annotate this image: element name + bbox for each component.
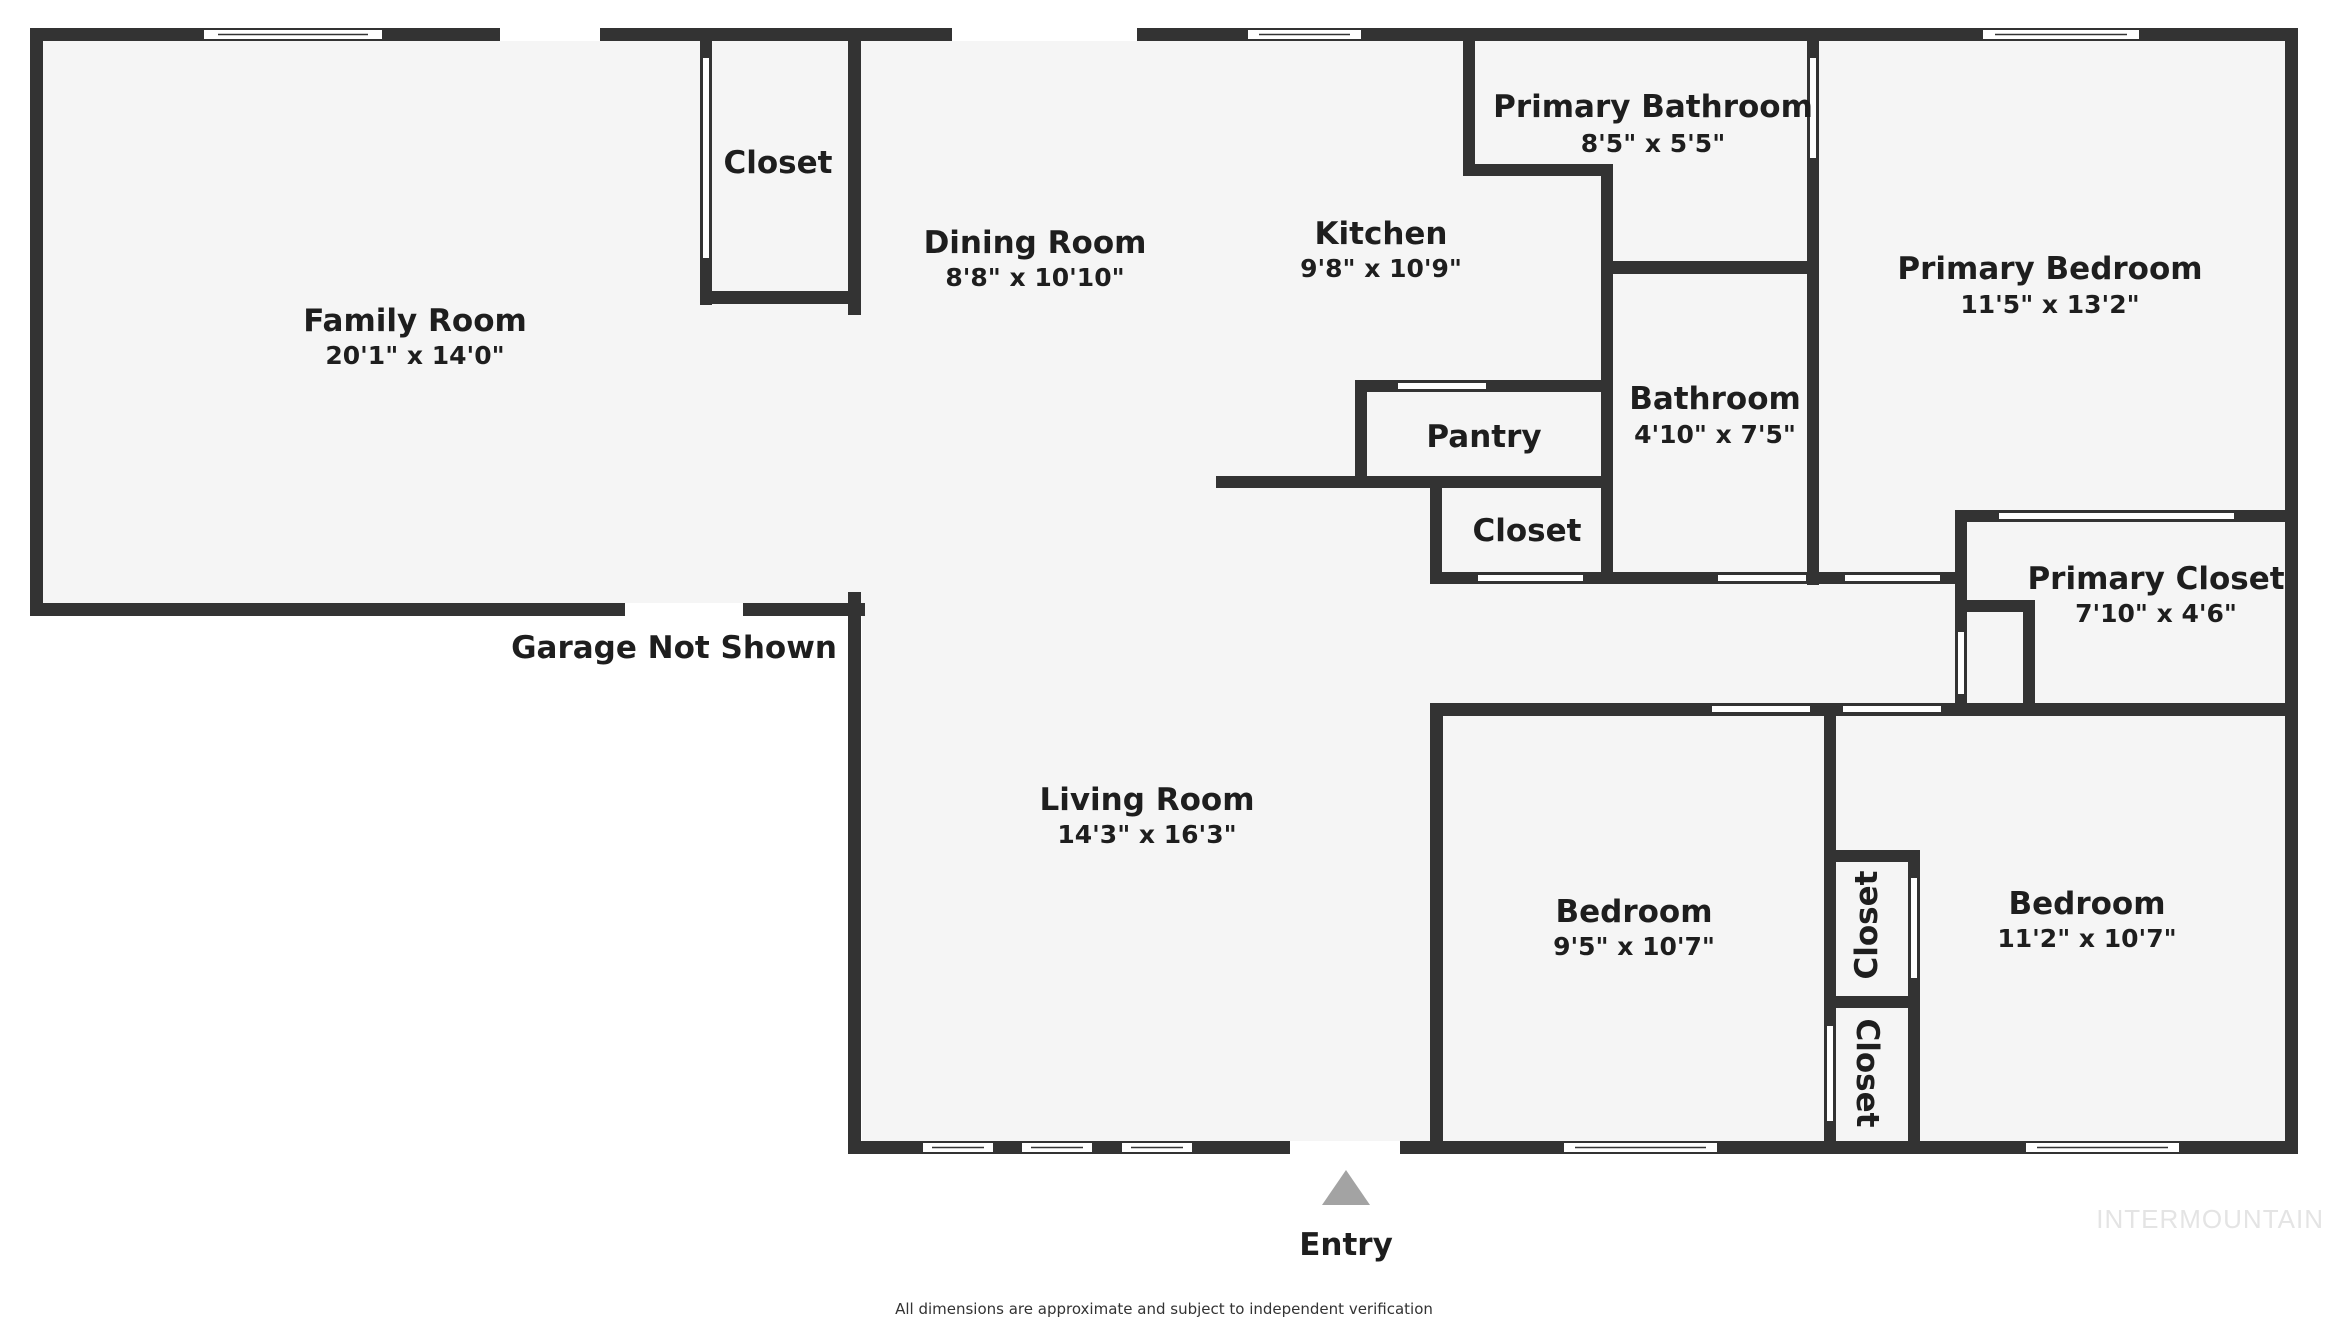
wall-closet-upper-top (1824, 850, 1920, 862)
wall-closet-divider (1824, 996, 1920, 1008)
opening-top-dining (952, 28, 1137, 41)
wall-closet-family-bottom (700, 291, 855, 304)
opening-entry-door (1290, 1141, 1400, 1154)
room-dims-primary-bathroom: 8'5" x 5'5" (1581, 129, 1725, 158)
opening-primary-closet (1999, 513, 2234, 519)
room-dims-kitchen: 9'8" x 10'9" (1300, 254, 1462, 283)
entry-arrow-icon (1322, 1170, 1370, 1205)
room-dims-primary-closet: 7'10" x 4'6" (2075, 599, 2237, 628)
room-dims-bedroom-left: 9'5" x 10'7" (1553, 932, 1715, 961)
floor-area (30, 35, 2290, 1144)
window (1562, 1141, 1719, 1154)
room-name-closet-family: Closet (724, 145, 833, 181)
wall-right (2285, 28, 2298, 1154)
room-name-pantry: Pantry (1426, 419, 1541, 455)
room-name-family-room: Family Room (303, 303, 527, 339)
wall-primary-bedroom-left (1807, 35, 1819, 585)
wall-primary-bath-bottom (1601, 261, 1819, 274)
opening-top-left (500, 28, 600, 41)
wall-pantry-left (1355, 380, 1367, 480)
floor-main (862, 35, 2290, 1144)
disclaimer-text: All dimensions are approximate and subje… (895, 1300, 1433, 1318)
room-dims-primary-bedroom: 11'5" x 13'2" (1960, 290, 2139, 319)
opening-bedroom-left (1712, 706, 1810, 712)
opening-pantry (1398, 383, 1486, 389)
opening-hall-end (1958, 632, 1964, 694)
room-dims-dining-room: 8'8" x 10'10" (945, 263, 1124, 292)
window (202, 28, 384, 41)
wall-closet-family-right (848, 35, 861, 315)
wall-left (30, 28, 43, 616)
brand-watermark: INTERMOUNTAIN (2096, 1204, 2324, 1234)
opening-bathroom (1718, 575, 1806, 581)
opening-primary-bedroom (1845, 575, 1940, 581)
opening-bedroom-right (1843, 706, 1941, 712)
window (921, 1141, 995, 1154)
wall-primary-closet-step (1955, 600, 2035, 612)
wall-kitchen-right (1601, 164, 1613, 584)
room-name-bedroom-left: Bedroom (1555, 894, 1712, 930)
window (2024, 1141, 2181, 1154)
wall-kitchen-upper (1463, 164, 1613, 176)
entry-label: Entry (1299, 1227, 1393, 1263)
room-name-closet-upper: Closet (1849, 870, 1885, 979)
garage-note: Garage Not Shown (511, 630, 837, 666)
room-name-dining-room: Dining Room (924, 225, 1147, 261)
room-name-primary-bedroom: Primary Bedroom (1897, 251, 2202, 287)
room-name-bedroom-right: Bedroom (2008, 886, 2165, 922)
wall-primary-closet-inner (2023, 600, 2035, 710)
opening-closet-hall (1478, 575, 1583, 581)
floor-family-room (30, 35, 866, 607)
room-name-kitchen: Kitchen (1314, 216, 1447, 252)
room-name-bathroom: Bathroom (1629, 381, 1801, 417)
room-name-primary-closet: Primary Closet (2027, 561, 2284, 597)
opening-family-bottom (625, 603, 743, 616)
room-name-primary-bathroom: Primary Bathroom (1493, 89, 1813, 125)
openings (500, 28, 2234, 1154)
window (1246, 28, 1363, 41)
windows (202, 28, 2181, 1154)
wall-closet-hall-left (1430, 476, 1442, 584)
wall-kitchen-counter (1216, 476, 1613, 488)
room-labels: Family Room 20'1" x 14'0" Closet Dining … (303, 89, 2285, 1128)
room-dims-living-room: 14'3" x 16'3" (1057, 820, 1236, 849)
wall-living-left (848, 592, 861, 1153)
window (1020, 1141, 1094, 1154)
room-name-closet-lower: Closet (1849, 1019, 1885, 1128)
room-dims-bedroom-right: 11'2" x 10'7" (1997, 924, 2176, 953)
window (1120, 1141, 1194, 1154)
wall-kitchen-right-stub (1463, 35, 1475, 175)
opening-primary-bath (1810, 58, 1816, 158)
opening-closet-lower (1827, 1026, 1833, 1121)
room-dims-bathroom: 4'10" x 7'5" (1634, 420, 1796, 449)
window (1981, 28, 2141, 41)
opening-closet-upper (1911, 878, 1917, 978)
opening-closet-family (703, 58, 709, 258)
room-name-closet-hall: Closet (1473, 513, 1582, 549)
room-dims-family-room: 20'1" x 14'0" (325, 341, 504, 370)
wall-bedroom-left (1430, 703, 1443, 1153)
room-name-living-room: Living Room (1039, 782, 1254, 818)
